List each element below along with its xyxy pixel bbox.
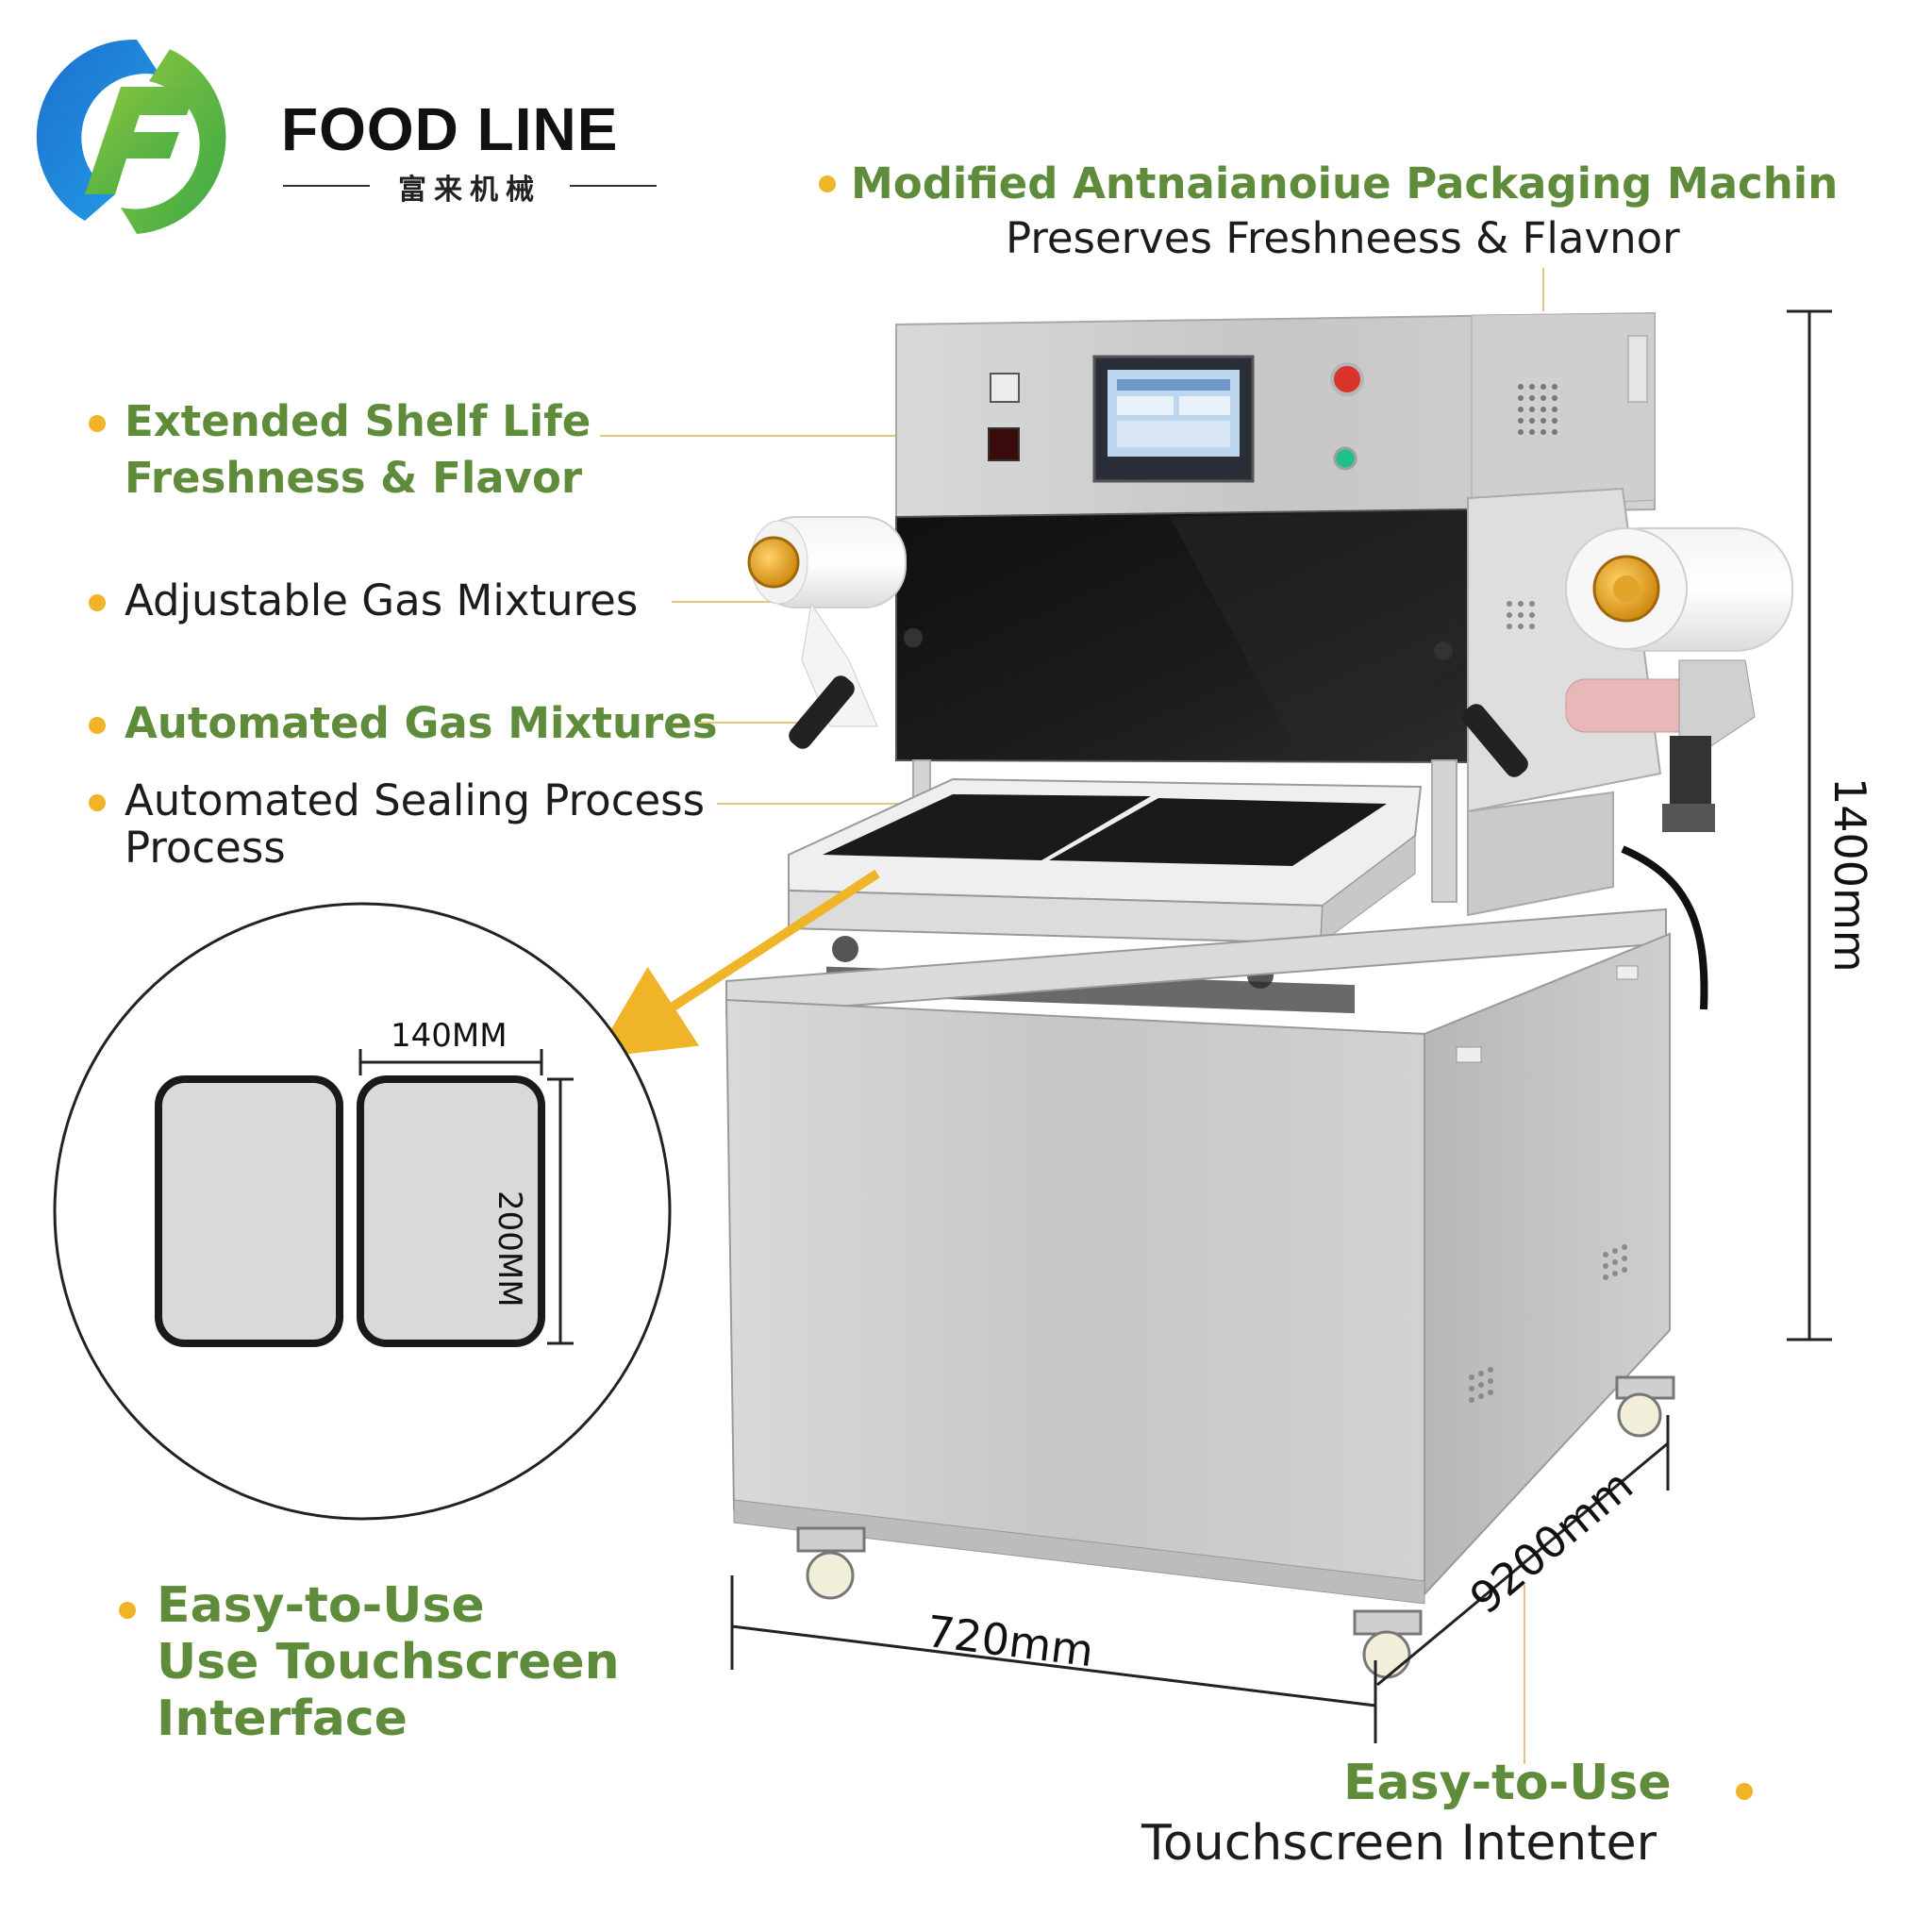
brand-rule-left xyxy=(283,185,370,187)
bullet-shelf-life xyxy=(89,415,106,432)
bullet-sealing xyxy=(89,794,106,811)
feature-automated-gas: Automated Gas Mixtures xyxy=(125,698,718,748)
feature-adjustable-gas: Adjustable Gas Mixtures xyxy=(125,575,639,625)
feature-easy-left-line1: Easy-to-Use xyxy=(157,1577,485,1634)
feature-shelf-life-line1: Extended Shelf Life xyxy=(125,396,591,446)
machine-head xyxy=(895,311,1656,523)
brand-rule-right xyxy=(570,185,657,187)
feature-easy-right-subtitle: Touchscreen Intenter xyxy=(1141,1815,1657,1872)
feature-shelf-life-line2: Freshness & Flavor xyxy=(125,453,583,503)
feature-easy-left-line3: Interface xyxy=(157,1690,408,1747)
feature-easy-left-line2: Use Touchscreen xyxy=(157,1634,620,1690)
height-label: 1400mm xyxy=(1824,777,1875,973)
feature-sealing-line2: Process xyxy=(125,823,286,873)
logo-mark-icon xyxy=(36,39,226,234)
tray-width-label: 140MM xyxy=(391,1017,508,1055)
bullet-adjustable-gas xyxy=(89,594,106,611)
machine-cabinet xyxy=(724,908,1671,1605)
height-dimension xyxy=(1787,309,1832,1341)
bullet-easy-right xyxy=(1736,1783,1753,1800)
tray-detail-circle xyxy=(53,902,672,1521)
bullet-top xyxy=(819,175,836,192)
tray-pointer-arrow xyxy=(594,869,880,1058)
film-roll-right xyxy=(1565,527,1793,652)
film-mechanism-right xyxy=(1467,487,1756,1010)
brand-logo xyxy=(28,28,245,245)
width-dimension xyxy=(730,1575,1377,1743)
feature-easy-right-title: Easy-to-Use xyxy=(1343,1755,1672,1811)
bullet-automated-gas xyxy=(89,717,106,734)
brand-name: FOOD LINE xyxy=(281,95,619,163)
film-roll-left xyxy=(747,516,1528,777)
feature-top-title: Modified Antnaianoiue Packaging Machin xyxy=(851,158,1839,208)
tray-height-label: 200MM xyxy=(491,1191,528,1307)
brand-chinese-name: 富来机械 xyxy=(398,174,541,207)
machine-frame xyxy=(912,759,1614,917)
depth-dimension xyxy=(1376,1415,1670,1687)
bullet-easy-left xyxy=(119,1602,136,1619)
feature-top-subtitle: Preserves Freshneess & Flavnor xyxy=(1006,213,1680,263)
feature-sealing-line1: Automated Sealing Process xyxy=(125,775,706,825)
tray-carriage xyxy=(788,777,1423,1014)
control-panel xyxy=(988,355,1364,483)
